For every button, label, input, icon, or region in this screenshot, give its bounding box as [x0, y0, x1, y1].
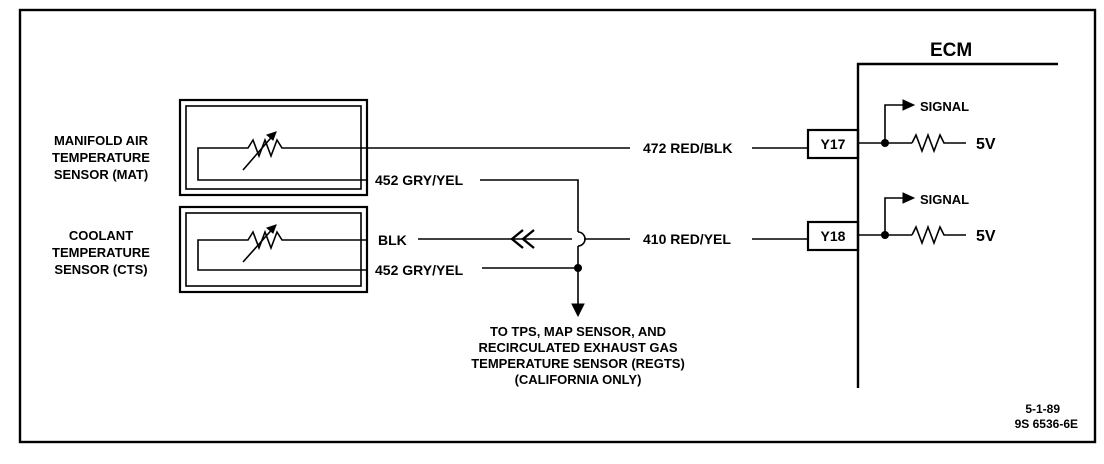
- wire-452-hop: [577, 231, 586, 247]
- note-line-2: RECIRCULATED EXHAUST GAS: [478, 340, 677, 355]
- note-line-1: TO TPS, MAP SENSOR, AND: [490, 324, 666, 339]
- cts-sensor: COOLANT TEMPERATURE SENSOR (CTS): [52, 205, 369, 294]
- pin-y18-box: [806, 220, 860, 252]
- figure-code: 9S 6536-6E: [1015, 417, 1078, 431]
- mat-label-line-1: MANIFOLD AIR: [54, 133, 149, 148]
- mat-label-line-2: TEMPERATURE: [52, 150, 150, 165]
- mat-thermistor-circuit: [197, 137, 368, 181]
- pin-y18-pullup-resistor: [911, 224, 966, 246]
- cts-sensor-box: [178, 205, 369, 294]
- note-line-3: TEMPERATURE SENSOR (REGTS): [471, 356, 685, 371]
- pin-y18-signal-arrowhead: [902, 192, 916, 204]
- cts-variable-arrowhead: [265, 224, 277, 234]
- cts-sensor-inner-box: [185, 212, 362, 287]
- note-line-4: (CALIFORNIA ONLY): [515, 372, 642, 387]
- wire-410-label: 410 RED/YEL: [643, 231, 731, 247]
- pin-y17-label: Y17: [821, 136, 846, 152]
- wire-452-mat-label: 452 GRY/YEL: [375, 172, 464, 188]
- cts-label-line-3: SENSOR (CTS): [54, 262, 147, 277]
- wire-452-mat: 452 GRY/YEL: [366, 172, 586, 318]
- connector-chevron-1: [510, 229, 524, 249]
- pin-y18-signal-branch: [884, 197, 905, 235]
- cts-label-line-2: TEMPERATURE: [52, 245, 150, 260]
- figure-id: 5-1-89 9S 6536-6E: [1015, 402, 1078, 431]
- ecm-pin-y17: Y17 SIGNAL 5V: [806, 99, 996, 160]
- ecm-title: ECM: [930, 40, 972, 61]
- destination-note: TO TPS, MAP SENSOR, AND RECIRCULATED EXH…: [471, 324, 685, 387]
- ecm-pin-y18: Y18 SIGNAL 5V: [806, 192, 996, 252]
- mat-variable-arrowhead: [265, 131, 277, 141]
- pin-y18-label: Y18: [821, 228, 846, 244]
- wire-452-down-arrowhead: [571, 303, 585, 318]
- pin-y17-box: [806, 128, 860, 160]
- wire-472-label: 472 RED/BLK: [643, 140, 732, 156]
- pin-y17-voltage: 5V: [976, 136, 996, 153]
- cts-label-line-1: COOLANT: [69, 228, 133, 243]
- pin-y18-voltage: 5V: [976, 228, 996, 245]
- cts-thermistor-circuit: [197, 229, 368, 271]
- splice-dot: [574, 264, 582, 272]
- wire-452-cts-label: 452 GRY/YEL: [375, 262, 464, 278]
- ecm-module: ECM: [856, 40, 1058, 388]
- mat-label-line-3: SENSOR (MAT): [54, 167, 148, 182]
- pin-y17-signal-arrowhead: [902, 99, 916, 111]
- wire-410: BLK 410 RED/YEL: [378, 229, 808, 249]
- wire-452-cts: 452 GRY/YEL: [375, 262, 582, 278]
- figure-date: 5-1-89: [1025, 402, 1060, 416]
- connector-chevron-2: [521, 229, 535, 249]
- mat-sensor: MANIFOLD AIR TEMPERATURE SENSOR (MAT): [52, 98, 369, 197]
- pin-y17-pullup-resistor: [911, 132, 966, 154]
- ecm-outline: [856, 62, 1058, 388]
- pin-y17-signal-label: SIGNAL: [920, 99, 969, 114]
- pin-y17-signal-branch: [884, 104, 905, 143]
- pin-y18-signal-label: SIGNAL: [920, 192, 969, 207]
- wire-blk-label: BLK: [378, 232, 407, 248]
- diagram-frame: [18, 8, 1097, 444]
- wire-452-mat-route: [480, 179, 579, 232]
- wire-472: 472 RED/BLK: [368, 140, 808, 156]
